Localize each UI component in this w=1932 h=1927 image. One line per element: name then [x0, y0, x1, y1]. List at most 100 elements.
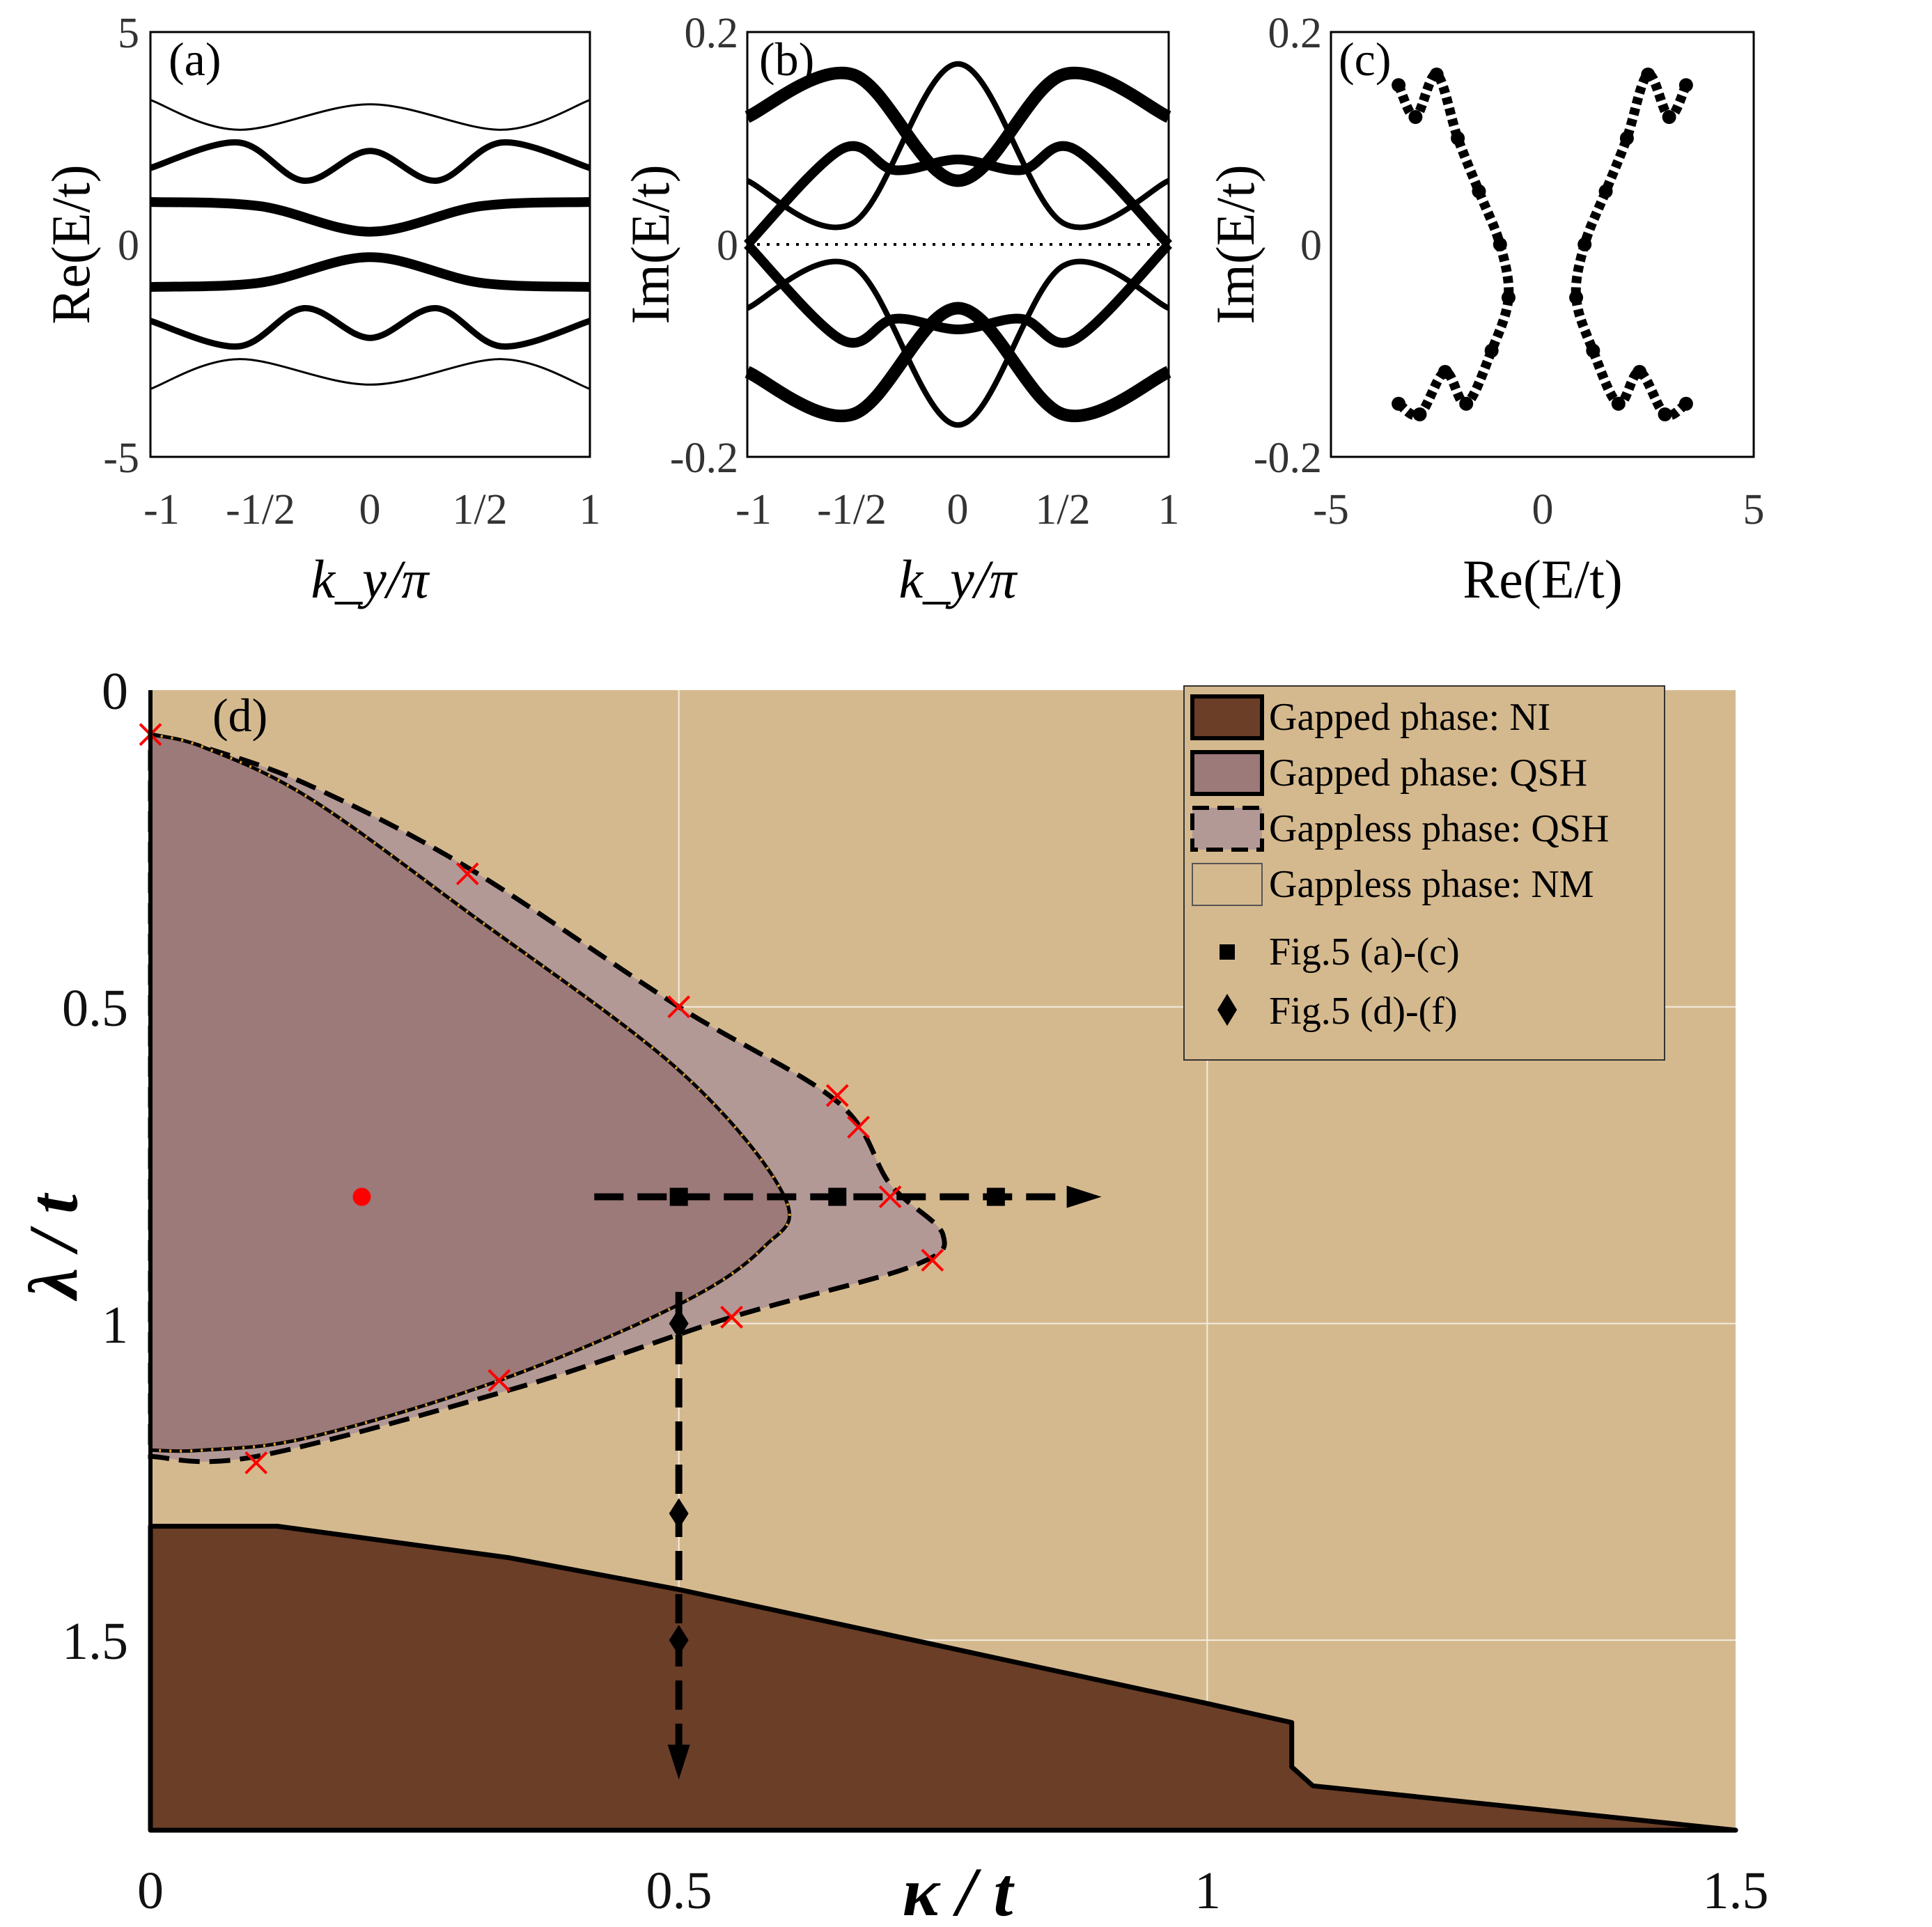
legend-label: Gappless phase: NM — [1269, 863, 1594, 906]
legend-swatch-nm — [1192, 863, 1263, 906]
spectrum-point — [1484, 343, 1499, 358]
panel-a-ytick: 5 — [118, 10, 139, 57]
spectrum-point — [1392, 396, 1406, 411]
band-line — [743, 241, 1173, 348]
panel-a-xticks: -1 -1/2 0 1/2 1 — [143, 486, 600, 533]
spectrum-point — [1472, 184, 1486, 198]
panel-d-ytick: 1.5 — [62, 1612, 128, 1671]
legend-swatch-qsh-gapped — [1190, 750, 1264, 796]
spectrum-point — [1493, 237, 1507, 251]
band-line — [149, 305, 591, 350]
band-line — [150, 197, 591, 237]
square-marker — [669, 1187, 688, 1206]
spectrum-curve — [1394, 70, 1514, 421]
legend-label: Fig.5 (d)-(f) — [1269, 990, 1458, 1033]
legend-item-nm: Gappless phase: NM — [1192, 863, 1594, 906]
panel-a-xtick: -1 — [143, 486, 180, 533]
panel-d-markers — [139, 723, 1005, 1656]
panel-d-xlabel: κ / t — [903, 1853, 1015, 1927]
panel-b-xtick: -1 — [735, 486, 772, 533]
spectrum-point — [1658, 407, 1672, 421]
spectrum-point — [1501, 290, 1516, 305]
panel-a-xlabel: k_y/π — [311, 549, 430, 609]
spectrum-point — [1459, 396, 1474, 411]
panel-c-xticks: -5 0 5 — [1313, 486, 1764, 533]
panel-b-ytick: 0.2 — [685, 10, 739, 57]
band-line — [743, 141, 1173, 248]
legend-item-square: Fig.5 (a)-(c) — [1220, 930, 1460, 974]
panel-d-regions — [148, 731, 1738, 1833]
panel-b-frame — [746, 31, 1170, 458]
panel-b-xtick: 1 — [1158, 486, 1180, 533]
legend-item-qsh-gapped: Gapped phase: QSH — [1190, 750, 1587, 796]
spectrum-point — [1451, 131, 1465, 146]
vertical-arrowhead — [667, 1745, 690, 1780]
panel-b-ylabel: Im(E/t) — [620, 164, 680, 325]
panel-c-xtick: 0 — [1532, 486, 1554, 533]
legend: Gapped phase: NI Gapped phase: QSH Gappl… — [1183, 685, 1665, 1061]
panel-b-ytick: -0.2 — [670, 435, 738, 482]
diamond-marker — [669, 1625, 689, 1656]
diamond-marker — [669, 1308, 689, 1339]
transition-cross-marker — [921, 1249, 944, 1272]
panel-b-xtick: 0 — [947, 486, 969, 533]
band-line — [746, 61, 1170, 231]
panel-c-xlabel: Re(E/t) — [1463, 549, 1623, 609]
band-line — [745, 302, 1171, 423]
panel-c-frame — [1330, 31, 1755, 458]
legend-item-diamond: Fig.5 (d)-(f) — [1217, 990, 1458, 1033]
legend-item-qsh-gapless: Gappless phase: QSH — [1190, 806, 1609, 852]
transition-cross-marker — [847, 1116, 871, 1139]
legend-item-ni: Gapped phase: NI — [1190, 694, 1550, 740]
panel-a-lines — [149, 99, 591, 390]
panel-a-ytick: -5 — [103, 435, 139, 482]
panel-c-label: (c) — [1339, 33, 1391, 86]
panel-b-xtick: -1/2 — [817, 486, 887, 533]
panel-c-ytick: -0.2 — [1254, 435, 1322, 482]
panel-a-frame — [149, 31, 591, 458]
panel-b-xlabel: k_y/π — [899, 549, 1018, 609]
spectrum-point — [1569, 290, 1584, 305]
panel-b: (b) 0.2 0 -0.2 -1 -1/2 0 1/2 1 k_y/π Im(… — [620, 10, 1180, 609]
panel-d-label: (d) — [212, 689, 267, 742]
panel-b-ytick: 0 — [717, 222, 738, 270]
legend-swatch-ni — [1190, 694, 1264, 740]
transition-cross-marker — [825, 1084, 849, 1107]
panel-d-xtick: 0 — [137, 1862, 164, 1920]
panel-b-lines — [743, 61, 1173, 428]
spectrum-point — [1586, 343, 1600, 358]
spectrum-point — [1662, 110, 1676, 124]
spectrum-point — [1598, 184, 1613, 198]
legend-label: Gapped phase: NI — [1269, 696, 1550, 739]
spectrum-point — [1641, 68, 1656, 81]
panel-b-label: (b) — [759, 33, 814, 86]
legend-swatch-qsh-gapless — [1190, 806, 1264, 852]
spectrum-point — [1577, 237, 1592, 251]
panel-b-xticks: -1 -1/2 0 1/2 1 — [735, 486, 1179, 533]
red-dot-marker — [352, 1187, 371, 1206]
panel-c-points — [1392, 68, 1693, 421]
square-marker — [828, 1187, 847, 1206]
legend-diamond-marker — [1217, 994, 1237, 1026]
panel-d: (d) 0 0.5 1 1.5 0 0.5 1 1.5 κ / t λ / t … — [15, 662, 1769, 1927]
band-line — [150, 358, 591, 390]
spectrum-curve — [1571, 70, 1691, 421]
legend-square-marker — [1220, 944, 1235, 960]
panel-d-ytick: 0 — [102, 662, 128, 721]
legend-label: Fig.5 (a)-(c) — [1269, 930, 1460, 974]
legend-label: Gappless phase: QSH — [1269, 807, 1609, 850]
panel-c-ylabel: Im(E/t) — [1205, 164, 1265, 325]
band-line — [150, 252, 591, 292]
spectrum-point — [1619, 131, 1634, 146]
spectrum-point — [1412, 407, 1427, 421]
spectrum-point — [1633, 365, 1647, 379]
band-line — [150, 99, 591, 131]
square-marker — [986, 1187, 1005, 1206]
panel-c: (c) 0.2 0 -0.2 -5 0 5 Re(E/t) Im(E/t) — [1205, 10, 1765, 609]
band-line — [746, 258, 1170, 428]
panel-d-xtick: 0.5 — [646, 1862, 712, 1920]
panel-d-yticks: 0 0.5 1 1.5 — [62, 662, 128, 1671]
panel-a-xtick: 0 — [359, 486, 381, 533]
transition-cross-marker — [720, 1305, 743, 1329]
